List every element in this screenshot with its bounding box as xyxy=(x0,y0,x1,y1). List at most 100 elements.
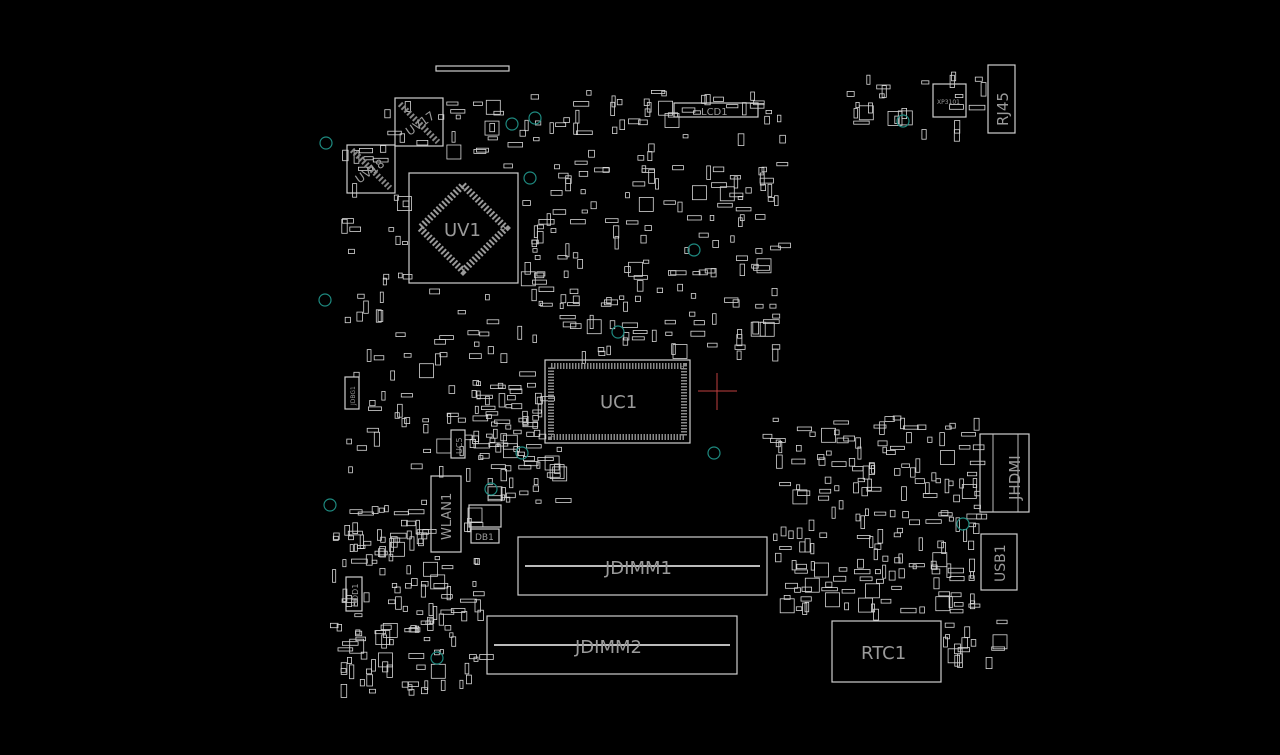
smd-component[interactable] xyxy=(402,241,408,245)
smd-component[interactable] xyxy=(944,622,955,628)
smd-component[interactable] xyxy=(581,209,588,214)
smd-component[interactable] xyxy=(831,506,836,519)
smd-component[interactable] xyxy=(968,104,986,111)
ic-footprint[interactable] xyxy=(804,577,820,593)
smd-component[interactable] xyxy=(635,295,641,302)
smd-component[interactable] xyxy=(448,385,456,394)
smd-component[interactable] xyxy=(968,540,975,550)
smd-component[interactable] xyxy=(479,331,490,337)
smd-component[interactable] xyxy=(663,200,676,205)
smd-component[interactable] xyxy=(902,511,909,519)
smd-component[interactable] xyxy=(742,102,747,116)
smd-component[interactable] xyxy=(451,131,456,143)
smd-component[interactable] xyxy=(439,465,444,478)
smd-component[interactable] xyxy=(637,155,645,161)
component-rtc1[interactable]: RTC1 xyxy=(831,620,942,683)
smd-component[interactable] xyxy=(400,393,413,398)
ic-footprint[interactable] xyxy=(961,484,977,499)
smd-component[interactable] xyxy=(954,654,960,667)
smd-component[interactable] xyxy=(602,166,610,173)
smd-component[interactable] xyxy=(802,602,808,615)
smd-component[interactable] xyxy=(578,170,589,177)
smd-component[interactable] xyxy=(486,319,500,325)
smd-component[interactable] xyxy=(472,591,485,597)
smd-component[interactable] xyxy=(532,334,537,343)
smd-component[interactable] xyxy=(729,192,744,198)
smd-component[interactable] xyxy=(581,351,586,365)
smd-component[interactable] xyxy=(422,418,429,423)
smd-component[interactable] xyxy=(531,239,537,247)
smd-component[interactable] xyxy=(677,283,684,292)
smd-component[interactable] xyxy=(440,609,455,615)
smd-component[interactable] xyxy=(487,477,493,486)
smd-component[interactable] xyxy=(690,330,706,337)
smd-component[interactable] xyxy=(563,270,569,278)
smd-component[interactable] xyxy=(619,295,625,300)
smd-component[interactable] xyxy=(394,586,401,594)
ic-footprint[interactable] xyxy=(658,100,673,116)
smd-component[interactable] xyxy=(775,552,782,563)
smd-component[interactable] xyxy=(421,532,428,540)
smd-component[interactable] xyxy=(472,101,483,106)
smd-component[interactable] xyxy=(910,467,916,478)
smd-component[interactable] xyxy=(882,564,887,579)
smd-component[interactable] xyxy=(869,462,875,469)
ic-footprint[interactable] xyxy=(382,623,398,638)
smd-component[interactable] xyxy=(818,495,830,501)
smd-component[interactable] xyxy=(493,110,504,116)
smd-component[interactable] xyxy=(777,114,782,123)
smd-component[interactable] xyxy=(368,688,376,694)
smd-component[interactable] xyxy=(857,558,864,569)
smd-component[interactable] xyxy=(734,344,746,350)
smd-component[interactable] xyxy=(416,529,429,535)
smd-component[interactable] xyxy=(796,444,802,452)
smd-component[interactable] xyxy=(427,616,434,631)
smd-component[interactable] xyxy=(857,446,862,460)
smd-component[interactable] xyxy=(681,107,696,113)
smd-component[interactable] xyxy=(410,463,423,470)
smd-component[interactable] xyxy=(759,172,765,186)
smd-component[interactable] xyxy=(533,429,541,437)
smd-component[interactable] xyxy=(359,534,364,550)
smd-component[interactable] xyxy=(540,302,553,307)
component-uv17[interactable]: UV17 xyxy=(394,97,444,147)
smd-component[interactable] xyxy=(421,499,428,505)
smd-component[interactable] xyxy=(407,509,425,515)
smd-component[interactable] xyxy=(355,630,363,637)
smd-component[interactable] xyxy=(473,148,487,154)
smd-component[interactable] xyxy=(655,178,660,190)
smd-component[interactable] xyxy=(921,80,930,85)
smd-component[interactable] xyxy=(420,584,426,598)
smd-component[interactable] xyxy=(717,202,733,208)
smd-component[interactable] xyxy=(712,240,719,248)
smd-component[interactable] xyxy=(791,560,797,571)
smd-component[interactable] xyxy=(980,82,987,97)
smd-component[interactable] xyxy=(922,492,938,498)
smd-component[interactable] xyxy=(733,176,739,189)
component-uv1[interactable]: UV1 xyxy=(408,172,519,284)
smd-component[interactable] xyxy=(473,341,480,347)
smd-component[interactable] xyxy=(968,603,981,608)
smd-component[interactable] xyxy=(755,214,766,220)
smd-component[interactable] xyxy=(626,220,639,225)
smd-component[interactable] xyxy=(917,424,927,430)
smd-component[interactable] xyxy=(555,122,567,128)
smd-component[interactable] xyxy=(469,438,477,448)
smd-component[interactable] xyxy=(393,194,399,201)
ic-footprint[interactable] xyxy=(423,561,438,577)
smd-component[interactable] xyxy=(739,263,745,277)
smd-component[interactable] xyxy=(631,336,645,341)
smd-component[interactable] xyxy=(475,147,489,153)
smd-component[interactable] xyxy=(824,476,832,484)
smd-component[interactable] xyxy=(948,516,954,522)
smd-component[interactable] xyxy=(901,463,910,468)
smd-component[interactable] xyxy=(726,104,739,109)
smd-component[interactable] xyxy=(357,293,365,299)
smd-component[interactable] xyxy=(349,544,354,552)
smd-component[interactable] xyxy=(871,603,876,613)
smd-component[interactable] xyxy=(665,331,673,336)
smd-component[interactable] xyxy=(428,603,434,617)
smd-component[interactable] xyxy=(875,569,881,575)
smd-component[interactable] xyxy=(569,288,579,295)
smd-component[interactable] xyxy=(349,226,361,232)
